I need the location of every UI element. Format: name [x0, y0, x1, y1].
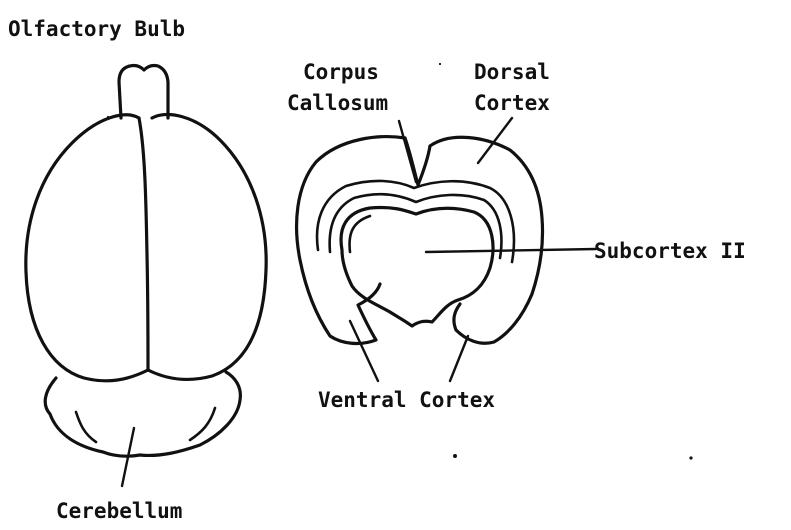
label-dorsal-cortex-line2: Cortex [474, 91, 550, 115]
label-corpus-callosum-line1: Corpus [303, 60, 379, 84]
leader-ventral-cortex-left [350, 321, 378, 381]
cerebellum-outline [45, 372, 240, 456]
label-ventral-cortex: Ventral Cortex [318, 388, 495, 412]
leader-corpus-callosum [399, 121, 416, 182]
right-hemisphere-outline [148, 114, 266, 379]
coronal-section-view [297, 137, 543, 344]
dorsal-brain-view [26, 66, 266, 457]
label-dorsal-cortex-line1: Dorsal [474, 60, 550, 84]
left-hemisphere-outline [26, 115, 148, 381]
leader-ventral-cortex-right [450, 336, 468, 381]
subcortex-inner-edge [350, 216, 370, 252]
label-olfactory-bulb: Olfactory Bulb [8, 17, 185, 41]
scan-speck [689, 456, 692, 459]
olfactory-bulb-outline [119, 66, 168, 119]
leader-subcortex [426, 249, 596, 252]
midline-fissure [139, 118, 148, 370]
cerebellum-lobe-notch [76, 412, 96, 442]
label-cerebellum: Cerebellum [56, 499, 182, 523]
subcortex-outline [341, 207, 493, 326]
scan-speck [453, 454, 457, 458]
scan-speck [439, 63, 441, 65]
midline-notch [405, 138, 430, 185]
label-subcortex: Subcortex II [594, 239, 746, 263]
scan-speck [107, 116, 109, 118]
cerebellum-lobe-notch [190, 408, 215, 440]
label-corpus-callosum-line2: Callosum [287, 91, 388, 115]
coronal-outer-outline-right [430, 137, 543, 343]
